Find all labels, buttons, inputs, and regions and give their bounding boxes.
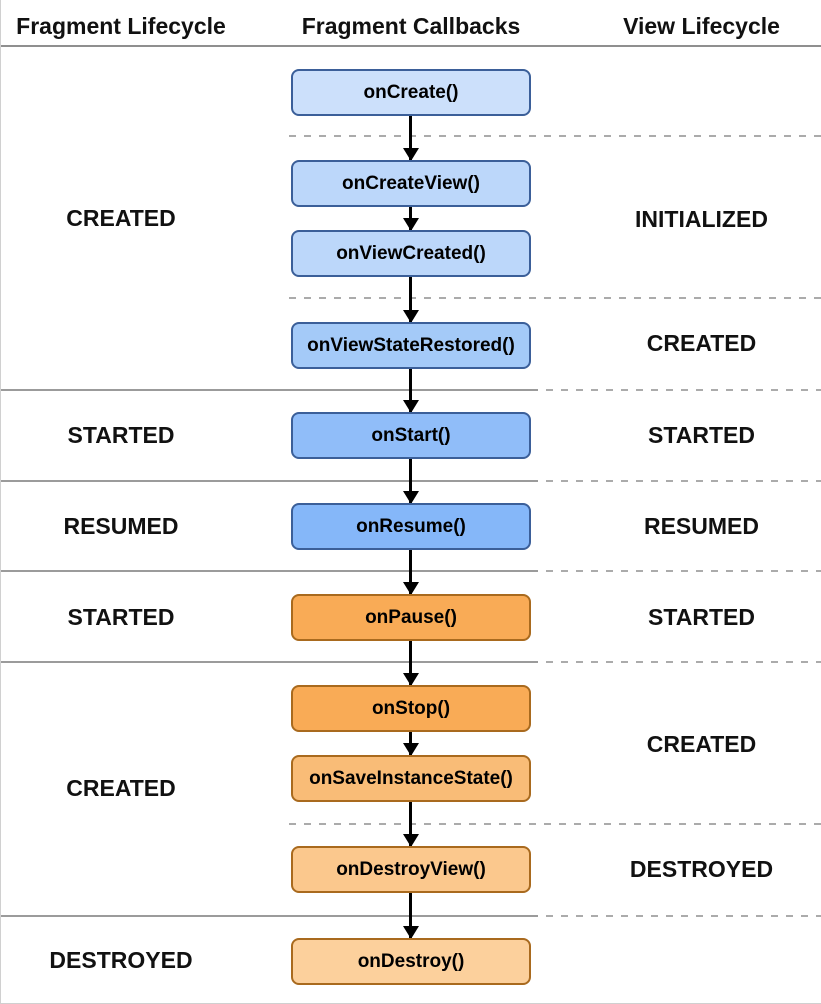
callback-box-onstop: onStop() bbox=[291, 685, 531, 732]
callback-box-onsaveinstancestate: onSaveInstanceState() bbox=[291, 755, 531, 802]
flow-arrow bbox=[402, 802, 419, 847]
arrow-head-icon bbox=[402, 400, 419, 413]
view-state-label: RESUMED bbox=[643, 513, 759, 539]
flow-arrow bbox=[402, 277, 419, 323]
fragment-divider-solid bbox=[1, 915, 538, 917]
view-state-label: DESTROYED bbox=[629, 856, 774, 882]
callback-box-oncreate: onCreate() bbox=[291, 69, 531, 116]
fragment-divider-solid bbox=[1, 480, 538, 482]
flow-arrow bbox=[402, 116, 419, 161]
fragment-state-label: STARTED bbox=[67, 422, 175, 448]
fragment-divider-solid bbox=[1, 570, 538, 572]
view-divider-dashed bbox=[289, 135, 821, 137]
view-state-label: STARTED bbox=[648, 604, 755, 630]
flow-arrow bbox=[402, 550, 419, 595]
header-divider-line bbox=[1, 45, 821, 47]
flow-arrow bbox=[402, 893, 419, 939]
flow-arrow bbox=[402, 641, 419, 686]
arrow-head-icon bbox=[402, 218, 419, 231]
callback-box-ondestroyview: onDestroyView() bbox=[291, 846, 531, 893]
arrow-head-icon bbox=[402, 491, 419, 504]
fragment-divider-solid bbox=[1, 389, 538, 391]
callback-box-onresume: onResume() bbox=[291, 503, 531, 550]
view-divider-dashed bbox=[546, 389, 821, 391]
callback-box-oncreateview: onCreateView() bbox=[291, 160, 531, 207]
view-divider-dashed bbox=[546, 570, 821, 572]
fragment-state-label: CREATED bbox=[66, 205, 176, 231]
callback-box-onpause: onPause() bbox=[291, 594, 531, 641]
fragment-state-label: DESTROYED bbox=[49, 947, 193, 973]
callback-box-onviewcreated: onViewCreated() bbox=[291, 230, 531, 277]
arrow-head-icon bbox=[402, 582, 419, 595]
arrow-head-icon bbox=[402, 148, 419, 161]
view-divider-dashed bbox=[546, 915, 821, 917]
arrow-head-icon bbox=[402, 926, 419, 939]
view-state-label: CREATED bbox=[646, 731, 757, 757]
view-state-label: STARTED bbox=[648, 422, 755, 448]
arrow-head-icon bbox=[402, 310, 419, 323]
fragment-state-label: CREATED bbox=[66, 775, 176, 801]
arrow-head-icon bbox=[402, 673, 419, 686]
view-divider-dashed bbox=[289, 823, 821, 825]
column-header-view-lifecycle: View Lifecycle bbox=[623, 13, 780, 39]
column-header-fragment-lifecycle: Fragment Lifecycle bbox=[16, 13, 226, 39]
arrow-head-icon bbox=[402, 834, 419, 847]
flow-arrow bbox=[402, 369, 419, 413]
flow-arrow bbox=[402, 732, 419, 756]
view-divider-dashed bbox=[546, 480, 821, 482]
view-state-label: INITIALIZED bbox=[635, 206, 768, 232]
callback-box-onstart: onStart() bbox=[291, 412, 531, 459]
callback-box-onviewstaterestored: onViewStateRestored() bbox=[291, 322, 531, 369]
flow-arrow bbox=[402, 207, 419, 231]
fragment-state-label: STARTED bbox=[67, 604, 175, 630]
fragment-divider-solid bbox=[1, 661, 538, 663]
callback-box-ondestroy: onDestroy() bbox=[291, 938, 531, 985]
view-divider-dashed bbox=[289, 297, 821, 299]
view-state-label: CREATED bbox=[646, 330, 757, 356]
flow-arrow bbox=[402, 459, 419, 504]
column-header-fragment-callbacks: Fragment Callbacks bbox=[301, 13, 521, 39]
arrow-head-icon bbox=[402, 743, 419, 756]
view-divider-dashed bbox=[546, 661, 821, 663]
fragment-state-label: RESUMED bbox=[63, 513, 179, 539]
